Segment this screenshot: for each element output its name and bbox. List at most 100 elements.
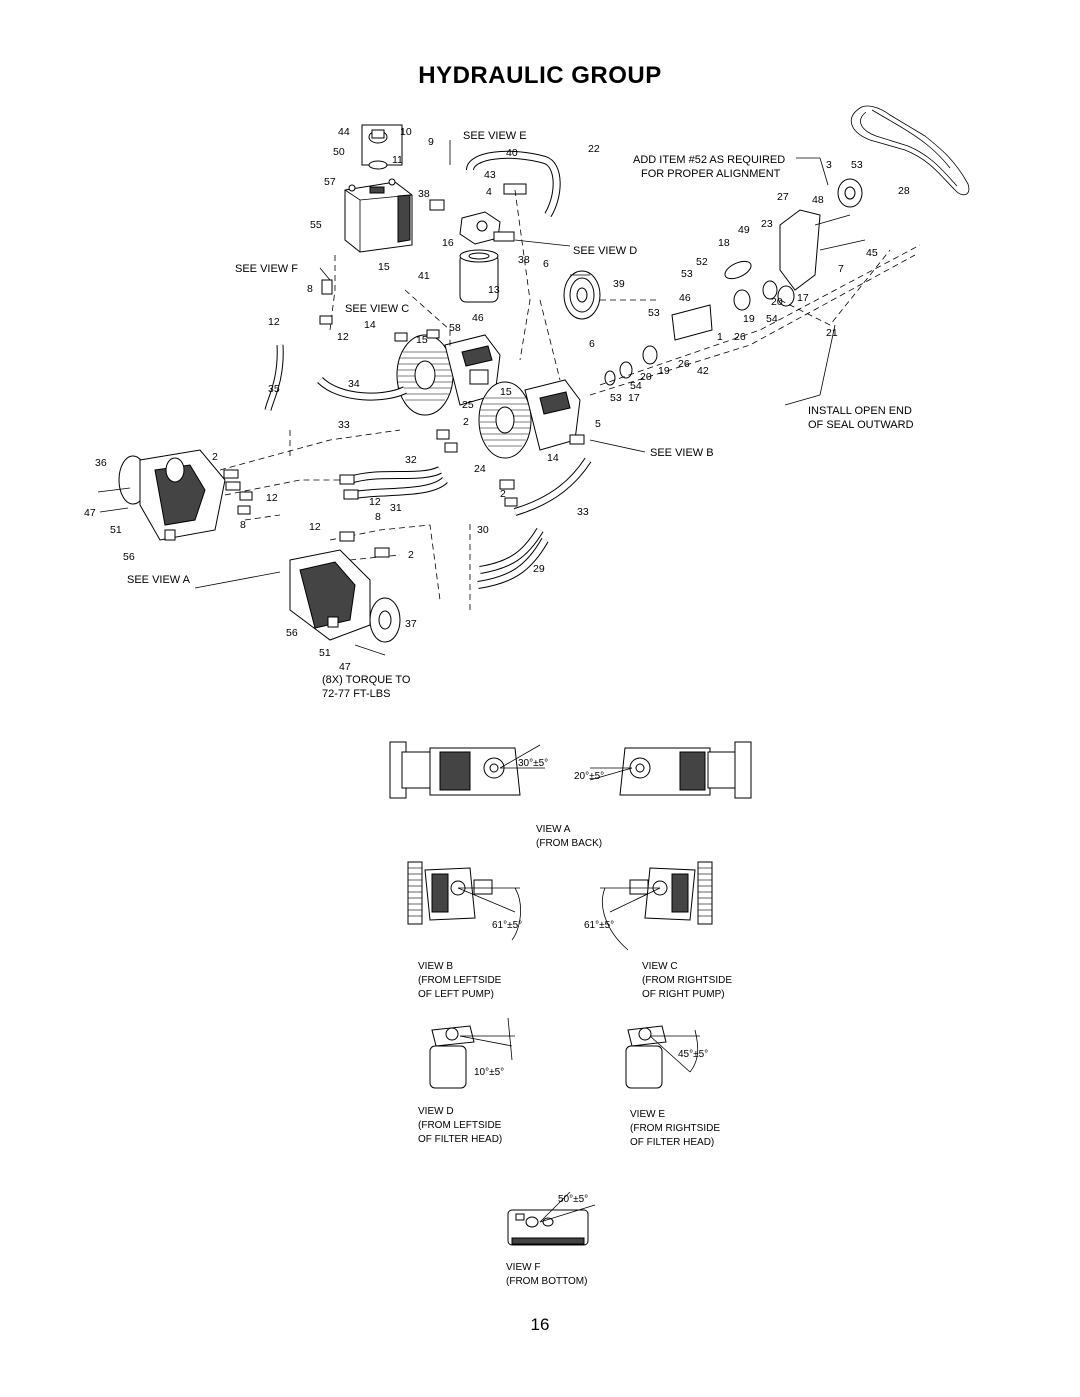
callout: 20 [771,296,783,308]
callout: 53 [610,392,622,404]
torque-note-line-2: 72-77 FT-LBS [322,688,390,700]
view-a-drawing [389,741,752,799]
page-title: HYDRAULIC GROUP [418,62,662,89]
callout: 19 [743,313,755,325]
view-e-subtitle-1: (FROM RIGHTSIDE [630,1123,720,1134]
view-f-title: VIEW F [506,1262,540,1273]
callout: 51 [110,524,122,536]
callout: 15 [378,261,390,273]
view-b-subtitle-2: OF LEFT PUMP) [418,989,494,1000]
callout: 37 [405,618,417,630]
callout: 8 [240,519,246,531]
torque-note-line-1: (8X) TORQUE TO [322,674,411,686]
view-e-drawing [625,1025,700,1089]
seal-note-line-2: OF SEAL OUTWARD [808,419,914,431]
left-pump [396,334,501,416]
view-d-title: VIEW D [418,1106,454,1117]
callout: 34 [348,378,360,390]
callout: 17 [797,292,809,304]
callout: 23 [761,218,773,230]
callout: 51 [319,647,331,659]
callout: 20 [640,371,652,383]
callout: 44 [338,126,350,138]
view-d-drawing [429,1017,515,1089]
callout: 28 [898,185,910,197]
callout: 15 [500,386,512,398]
view-f-angle: 50°±5° [558,1194,588,1205]
callout: 47 [84,507,96,519]
reservoir-tank [344,124,413,253]
callout: 6 [543,258,549,270]
callout: 2 [212,451,218,463]
callout: 50 [333,146,345,158]
view-f-drawing [507,1191,596,1246]
callout: 58 [449,322,461,334]
view-a-title: VIEW A [536,824,571,835]
callout: 12 [369,496,381,508]
view-c-angle: 61°±5° [584,920,614,931]
view-f-subtitle: (FROM BOTTOM) [506,1276,587,1287]
callout: 11 [392,154,403,166]
callout: 55 [310,219,322,231]
see-view-f-label: SEE VIEW F [235,263,298,275]
callout: 2 [463,416,469,428]
pulley-39 [563,270,601,320]
view-c-subtitle-1: (FROM RIGHTSIDE [642,975,732,986]
callout: 42 [697,365,709,377]
callout: 12 [309,521,321,533]
callout: 54 [630,380,642,392]
callout: 2 [500,488,506,500]
callout: 24 [474,463,486,475]
view-c-drawing [600,861,713,951]
callout: 45 [866,247,878,259]
callout: 29 [533,563,545,575]
callout: 5 [595,418,601,430]
callout: 26 [678,358,690,370]
callout: 38 [418,188,430,200]
view-c-title: VIEW C [642,961,678,972]
callout: 13 [488,284,500,296]
callout: 17 [628,392,640,404]
view-b-angle: 61°±5° [492,920,522,931]
callout: 18 [718,237,730,249]
callout: 52 [696,256,708,268]
callout: 14 [547,452,559,464]
callout: 14 [364,319,376,331]
leader-lines [194,140,836,589]
wheel-motor-upper [97,449,226,541]
fittings [164,199,585,628]
callout: 33 [338,419,350,431]
see-view-e-label: SEE VIEW E [463,130,527,142]
callout: 57 [324,176,336,188]
wheel-motor-lower [289,549,401,656]
callout: 38 [518,254,530,266]
callout: 8 [375,511,381,523]
callout: 12 [268,316,280,328]
callout: 56 [286,627,298,639]
callout: 1 [717,331,723,343]
view-d-subtitle-2: OF FILTER HEAD) [418,1134,502,1145]
callout: 41 [418,270,430,282]
callout: 2 [408,549,414,561]
alignment-note-line-1: ADD ITEM #52 AS REQUIRED [633,154,785,166]
callout: 46 [472,312,484,324]
callout: 19 [658,365,670,377]
callout: 21 [826,327,838,339]
seal-note-line-1: INSTALL OPEN END [808,405,912,417]
callout: 25 [462,399,474,411]
callout: 12 [266,492,278,504]
callout: 27 [777,191,789,203]
callout-numbers: 44 10 9 50 11 57 38 55 40 22 43 4 16 15 … [84,126,910,673]
drive-belt [850,105,970,196]
callout: 26 [734,331,746,343]
right-pump [478,379,581,459]
see-view-a-label: SEE VIEW A [127,574,191,586]
callout: 31 [390,502,402,514]
callout: 49 [738,224,750,236]
callout: 30 [477,524,489,536]
callout: 33 [577,506,589,518]
view-b-drawing [407,861,521,941]
callout: 35 [268,383,280,395]
filter-assembly [459,183,527,303]
